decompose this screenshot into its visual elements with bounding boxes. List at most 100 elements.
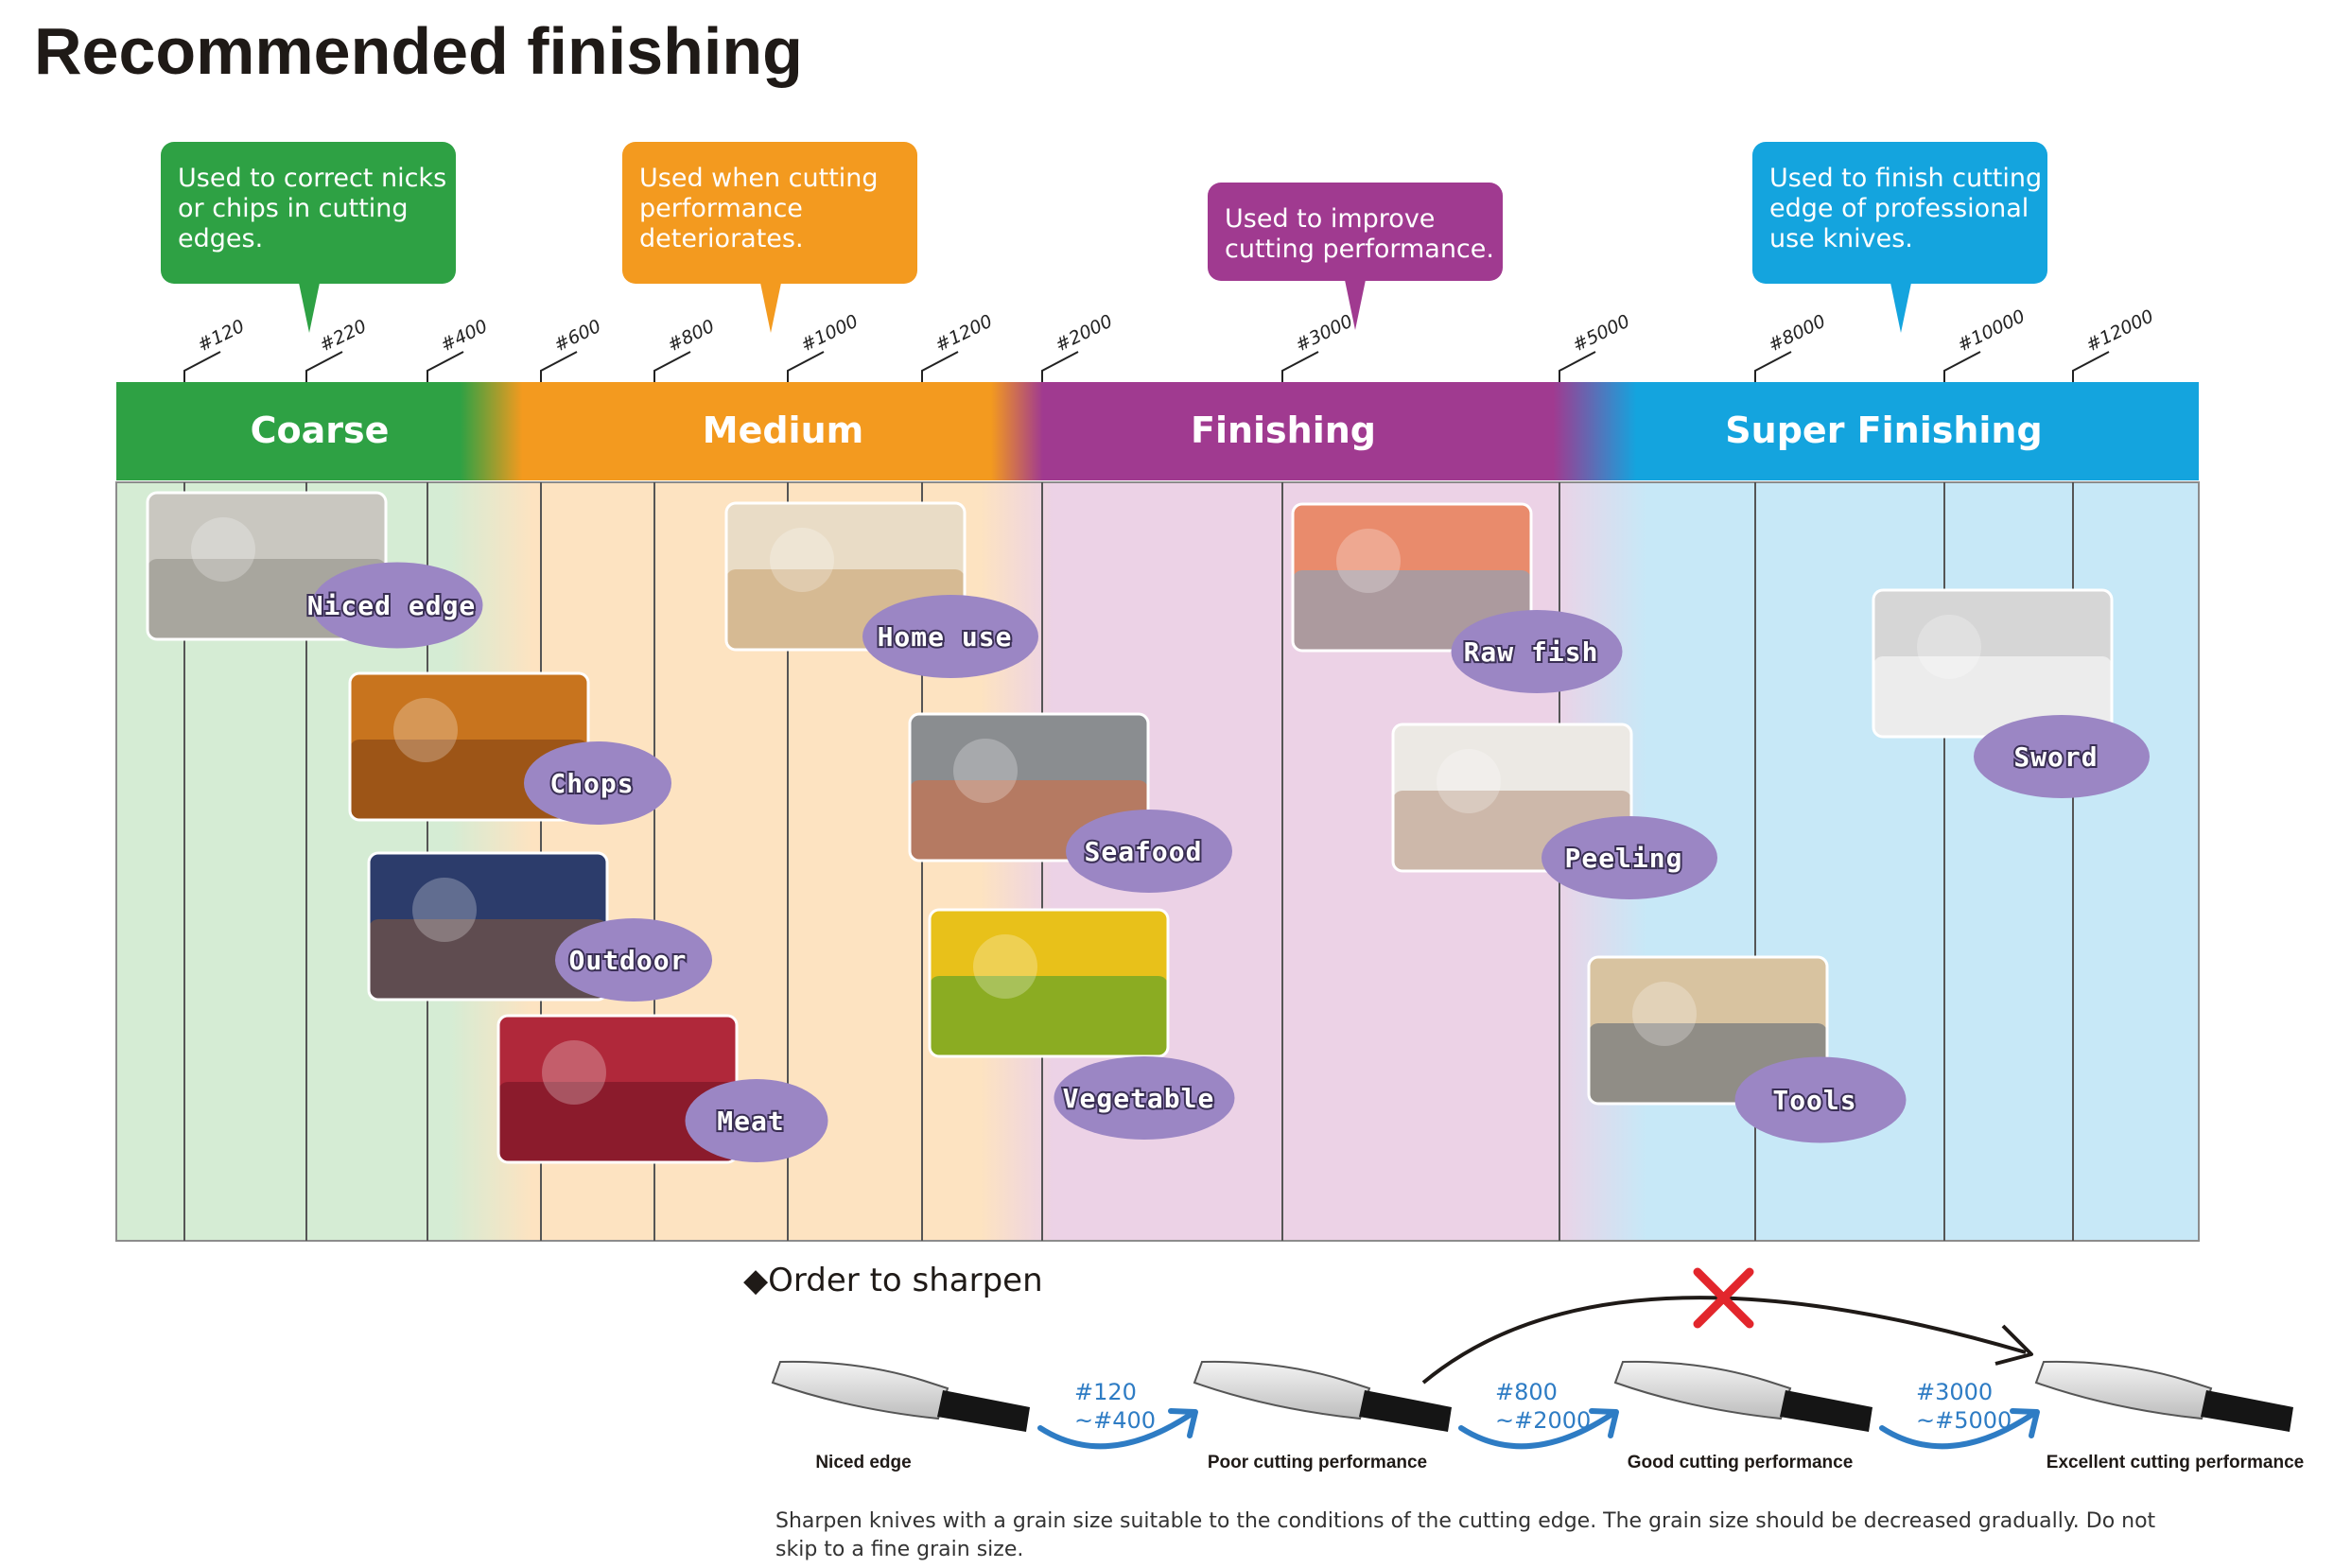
bubble-4-line-1: Used to finish cutting — [1769, 164, 2042, 193]
grit-label: #12000 — [2083, 305, 2157, 356]
range-arrow-2: #800~#2000 — [1458, 1379, 1619, 1450]
bubble-1-line-3: edges. — [178, 224, 263, 253]
grit-5000: #5000 — [1559, 311, 1633, 382]
grit-label: #10000 — [1955, 305, 2029, 356]
tag-label: Home use — [878, 621, 1013, 653]
band-medium: Medium — [703, 409, 863, 451]
note-line-1: Sharpen knives with a grain size suitabl… — [775, 1509, 2156, 1533]
skip-arrow-forbidden — [1421, 1267, 2033, 1385]
peppers-photo — [928, 908, 1170, 1058]
use-tools: Tools — [1587, 955, 1907, 1143]
grit-8000: #8000 — [1754, 311, 1829, 382]
grit-10000: #10000 — [1943, 305, 2029, 382]
band-coarse: Coarse — [251, 409, 390, 451]
range-arrow-3: #3000~#5000 — [1879, 1379, 2040, 1450]
grit-400: #400 — [427, 316, 491, 382]
use-peeling: Peeling — [1391, 723, 1717, 899]
tag-label: Outdoor — [568, 945, 687, 976]
tag-shape — [1734, 1056, 1907, 1143]
tag-shape — [524, 741, 671, 825]
band-finishing: Finishing — [1191, 409, 1376, 451]
range-from: #120 — [1074, 1379, 1137, 1405]
use-niced-edge: Niced edge — [146, 491, 483, 649]
grit-1000: #1000 — [787, 311, 862, 382]
bubble-2-line-2: performance — [639, 194, 803, 223]
sharpen-order: Niced edge Poor cutting performance Good c… — [771, 1267, 2304, 1472]
use-vegetable: Vegetable — [928, 908, 1235, 1140]
step-label-4: Excellent cutting performance — [2047, 1453, 2304, 1472]
tag-label: Tools — [1772, 1085, 1856, 1116]
tag-label: Peeling — [1564, 843, 1682, 874]
grit-2000: #2000 — [1041, 311, 1116, 382]
use-raw-fish: Raw fish — [1291, 502, 1623, 693]
tag-shape — [1054, 1056, 1235, 1140]
use-chops: Chops — [348, 671, 671, 825]
bubble-2-line-1: Used when cutting — [639, 164, 879, 193]
grit-label: #1200 — [932, 311, 996, 357]
use-home-use: Home use — [724, 501, 1038, 678]
grit-800: #800 — [653, 316, 719, 382]
grit-scale: #120 #220 #400 #600 #800 #1000 #1200 #2000 #3000… — [183, 305, 2157, 382]
tag-label: Chops — [549, 768, 634, 799]
bubble-4-line-2: edge of professional — [1769, 194, 2029, 223]
bubble-2-line-3: deteriorates. — [639, 224, 804, 253]
bubble-1-line-1: Used to correct nicks — [178, 164, 446, 193]
grit-label: #5000 — [1570, 311, 1633, 357]
hunting-knife-photo — [367, 851, 609, 1002]
range-to: ~#5000 — [1916, 1407, 2012, 1434]
tag-shape — [1066, 810, 1232, 893]
tag-label: Sword — [2013, 741, 2098, 773]
order-title: ◆Order to sharpen — [743, 1262, 1043, 1299]
sword-photo — [1872, 588, 2114, 739]
use-meat: Meat — [496, 1014, 828, 1164]
tag-label: Seafood — [1084, 836, 1202, 867]
bubble-3-line-2: cutting performance. — [1225, 235, 1494, 264]
grit-label: #220 — [317, 316, 371, 357]
range-to: ~#400 — [1074, 1407, 1156, 1434]
grit-120: #120 — [183, 316, 249, 382]
range-to: ~#2000 — [1495, 1407, 1591, 1434]
tag-shape — [1451, 610, 1623, 693]
knife-step-2 — [1193, 1360, 1452, 1432]
grit-label: #3000 — [1293, 311, 1356, 357]
use-outdoor: Outdoor — [367, 851, 712, 1002]
forbidden-x-icon — [1693, 1267, 1754, 1329]
band-super-finishing: Super Finishing — [1725, 409, 2042, 451]
tag-shape — [555, 918, 712, 1002]
tag-shape — [685, 1079, 828, 1162]
step-label-3: Good cutting performance — [1628, 1453, 1854, 1472]
grit-label: #400 — [438, 316, 492, 357]
grit-label: #800 — [665, 316, 719, 357]
bubble-4-line-3: use knives. — [1769, 224, 1913, 253]
grit-220: #220 — [305, 316, 371, 382]
range-from: #800 — [1495, 1379, 1558, 1405]
grit-label: #120 — [195, 316, 249, 357]
grit-12000: #12000 — [2072, 305, 2157, 382]
tag-label: Raw fish — [1464, 636, 1599, 668]
tag-label: Niced edge — [307, 590, 477, 621]
band-labels: Coarse Medium Finishing Super Finishing — [251, 409, 2043, 451]
grit-label: #600 — [551, 316, 605, 357]
grit-1200: #1200 — [921, 311, 996, 382]
page-title: Recommended finishing — [34, 14, 803, 88]
knife-step-1 — [771, 1360, 1030, 1432]
grit-label: #2000 — [1053, 311, 1116, 357]
grit-label: #8000 — [1766, 311, 1829, 357]
grit-600: #600 — [540, 316, 605, 382]
tag-label: Meat — [717, 1106, 784, 1137]
tag-shape — [862, 595, 1038, 678]
tag-label: Vegetable — [1063, 1083, 1215, 1114]
step-label-1: Niced edge — [815, 1453, 911, 1472]
step-label-2: Poor cutting performance — [1208, 1453, 1427, 1472]
use-sword: Sword — [1872, 588, 2150, 798]
range-arrow-1: #120~#400 — [1037, 1379, 1198, 1450]
bubble-1-line-2: or chips in cutting — [178, 194, 409, 223]
tag-shape — [311, 562, 483, 649]
knife-step-4 — [2034, 1360, 2293, 1432]
